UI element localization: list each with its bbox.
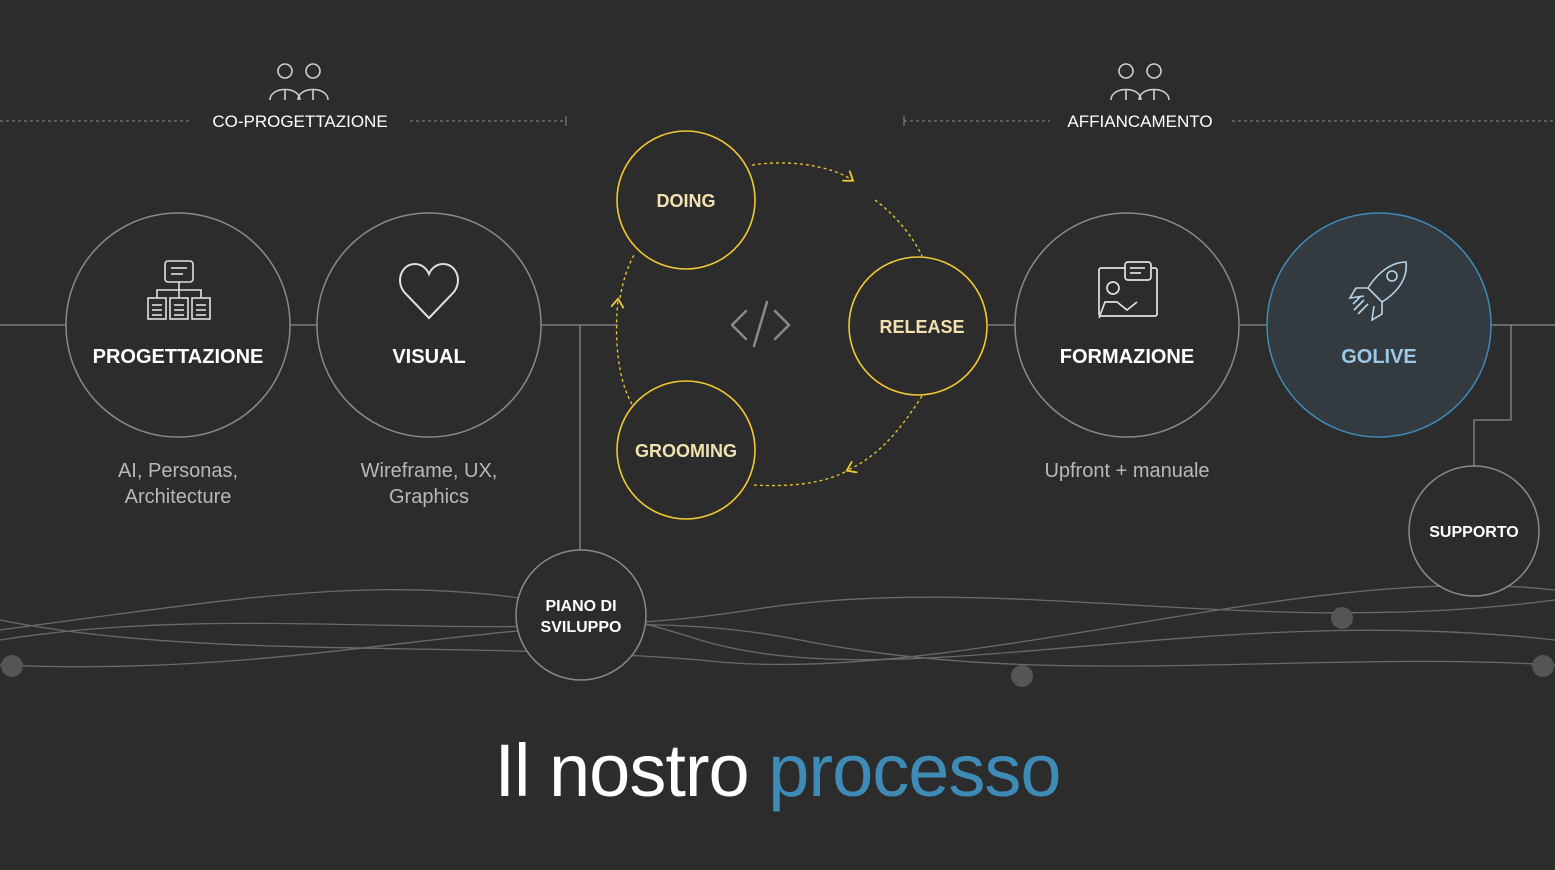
formazione-title: FORMAZIONE [1060, 346, 1194, 368]
doing-circle [616, 130, 756, 270]
progettazione-title: PROGETTAZIONE [93, 346, 264, 368]
formazione-circle [1014, 212, 1240, 438]
connector-lines [0, 324, 1555, 550]
visual-sub-2: Graphics [389, 486, 469, 508]
people-icon [1110, 63, 1170, 101]
golive-title: GOLIVE [1341, 346, 1417, 368]
code-icon [730, 300, 791, 348]
piano-label-1: PIANO DI [545, 598, 616, 615]
visual-title: VISUAL [392, 346, 465, 368]
rocket-icon [1348, 261, 1407, 322]
progettazione-sub-1: AI, Personas, [118, 460, 238, 482]
formazione-sub-1: Upfront + manuale [1044, 460, 1209, 482]
grooming-label: GROOMING [635, 441, 737, 461]
grooming-circle [616, 380, 756, 520]
title-part-2: processo [768, 729, 1061, 812]
page-title: Il nostro processo [0, 728, 1555, 813]
supporto-label: SUPPORTO [1429, 524, 1519, 541]
cycle-arrows [617, 162, 923, 487]
doing-label: DOING [656, 191, 715, 211]
visual-sub-1: Wireframe, UX, [361, 460, 498, 482]
supporto-circle [1408, 465, 1540, 597]
coprogettazione-label: CO-PROGETTAZIONE [212, 112, 387, 131]
release-circle [848, 256, 988, 396]
affiancamento-label: AFFIANCAMENTO [1067, 112, 1212, 131]
release-label: RELEASE [879, 317, 964, 337]
people-icon [269, 63, 329, 101]
presentation-icon [1098, 261, 1158, 319]
progettazione-sub-2: Architecture [125, 486, 232, 508]
wave-lines [0, 584, 1555, 668]
progettazione-circle [65, 212, 291, 438]
golive-circle [1266, 212, 1492, 438]
title-part-1: Il nostro [494, 729, 749, 812]
sitemap-icon [147, 260, 211, 320]
piano-circle [515, 549, 647, 681]
piano-label-2: SVILUPPO [541, 619, 622, 636]
heart-icon [399, 262, 459, 320]
visual-circle [316, 212, 542, 438]
wave-dots [1, 607, 1554, 687]
